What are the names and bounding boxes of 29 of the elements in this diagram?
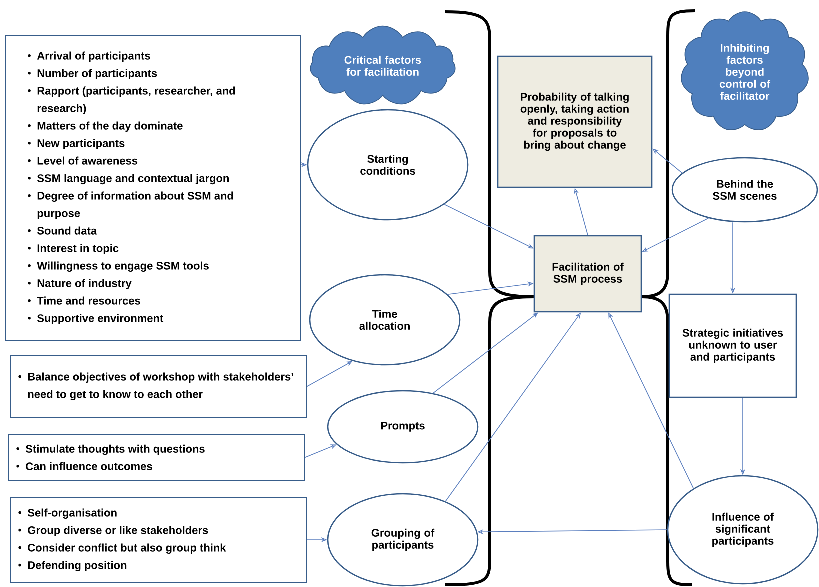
initiative-box: Strategic initiatives unknown to user and participants [668,294,798,398]
bullet-item: Matters of the day dominate [38,122,183,132]
bullet-item: Time and resources [37,296,140,305]
bullet-list-box [10,355,308,418]
node-label: Influence of significant participants [712,512,774,548]
bullet-list-box [5,35,302,342]
bullet-item: Nature of industry [38,279,132,290]
bullet-item: Supportive environment [37,314,164,325]
bullet-item: Group diverse or like stakeholders [28,526,208,536]
bullet-item: Can influence outcomes [26,462,152,470]
bullet-list-box [8,434,306,482]
bullet-list-box [10,497,308,584]
bullet-item: Interest in topic [38,244,119,255]
bullet-item: Balance objectives of workshop with stakeholders’ need to get to know to each other [28,372,294,401]
bullet-item: New participants [38,139,125,150]
bullet-item: Stimulate thoughts with questions [26,444,205,456]
process-box: Facilitation of SSM process [534,235,642,313]
bullet-item: Number of participants [38,69,158,80]
bullet-item: SSM language and contextual jargon [37,174,229,185]
bullet-item: Rapport (participants, researcher, and research) [38,86,236,115]
outcome-box: Probability of talking openly, taking action and responsibility for proposals to bring about change [497,56,653,188]
bullet-item: Sound data [37,226,98,235]
bullet-item: Self-organisation [28,508,117,520]
bullet-item: Degree of information about SSM and purpose [38,192,234,220]
bullet-item: Willingness to engage SSM tools [37,262,209,272]
bullet-item: Defending position [28,561,127,572]
bullet-item: Consider conflict but also group think [28,544,226,554]
bullet-item: Arrival of participants [37,52,150,62]
bullet-item: Level of awareness [38,156,138,165]
